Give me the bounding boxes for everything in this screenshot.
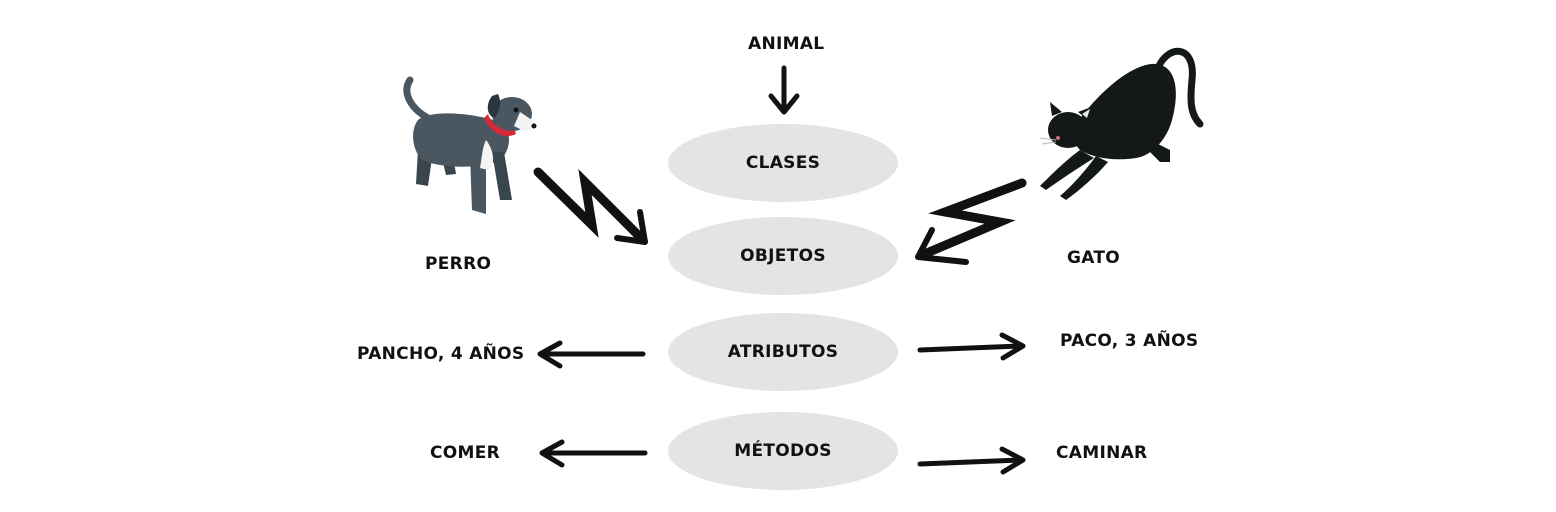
- bubble-objetos: OBJETOS: [668, 217, 898, 295]
- zigzag-arrow-dog-to-objetos: [533, 167, 648, 245]
- arrow-to-comer: [539, 439, 648, 468]
- bubble-metodos-label: MÉTODOS: [734, 441, 832, 461]
- bubble-metodos: MÉTODOS: [668, 412, 898, 490]
- label-caminar: CAMINAR: [1056, 443, 1148, 463]
- arrow-to-paco: [917, 332, 1026, 361]
- arrow-animal-to-clases: [768, 65, 800, 115]
- arrow-to-caminar: [917, 446, 1026, 475]
- zigzag-arrow-cat-to-objetos: [915, 178, 1027, 265]
- arrow-to-pancho: [537, 340, 646, 369]
- bubble-atributos-label: ATRIBUTOS: [727, 342, 839, 362]
- bubble-clases: CLASES: [668, 124, 898, 202]
- label-pancho: PANCHO, 4 AÑOS: [357, 344, 525, 364]
- label-perro: PERRO: [425, 254, 492, 274]
- label-paco: PACO, 3 AÑOS: [1060, 331, 1199, 351]
- bubble-objetos-label: OBJETOS: [740, 246, 826, 266]
- bubble-clases-label: CLASES: [745, 153, 821, 173]
- top-label-animal: ANIMAL: [748, 34, 825, 54]
- bubble-atributos: ATRIBUTOS: [668, 313, 898, 391]
- label-gato: GATO: [1067, 248, 1121, 268]
- label-comer: COMER: [430, 443, 501, 463]
- cat-illustration: [1039, 47, 1204, 200]
- dog-illustration: [403, 76, 538, 214]
